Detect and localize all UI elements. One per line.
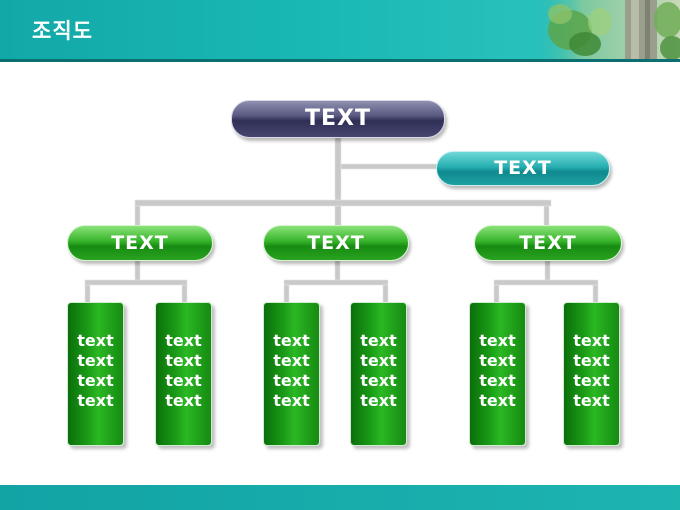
sub-connector [334, 258, 341, 283]
leaf-line: text [165, 351, 202, 370]
leaf-line: text [479, 371, 516, 390]
branch-node-3: TEXT [474, 225, 622, 261]
leaf-line: text [273, 391, 310, 410]
trunk-connector [334, 135, 342, 207]
sub-connector [84, 279, 188, 286]
leaf-node: text text text text [67, 302, 124, 446]
sub-connector [493, 284, 500, 304]
leaf-line: text [360, 351, 397, 370]
branch-node-2: TEXT [263, 225, 409, 261]
leaf-line: text [360, 391, 397, 410]
leaf-line: text [479, 391, 516, 410]
sub-connector [283, 284, 290, 304]
footer-bar [0, 485, 680, 510]
leaf-line: text [77, 331, 114, 350]
leaf-line: text [573, 371, 610, 390]
leaf-line: text [573, 351, 610, 370]
leaf-line: text [573, 391, 610, 410]
leaf-line: text [77, 351, 114, 370]
sub-connector [84, 284, 91, 304]
sub-connector [134, 258, 141, 283]
drop-connector [543, 205, 550, 227]
top-node: TEXT [231, 100, 445, 138]
leaf-line: text [165, 391, 202, 410]
page-title: 조직도 [32, 19, 93, 43]
leaf-line: text [165, 331, 202, 350]
leaf-node: text text text text [155, 302, 212, 446]
main-horizontal-connector [134, 199, 552, 207]
leaf-line: text [479, 351, 516, 370]
leaf-line: text [165, 371, 202, 390]
sub-connector [544, 258, 551, 283]
sub-connector [592, 284, 599, 304]
leaf-line: text [77, 391, 114, 410]
sub-connector [283, 279, 389, 286]
header-divider [0, 59, 680, 62]
leaf-node: text text text text [469, 302, 526, 446]
leaf-node: text text text text [350, 302, 407, 446]
drop-connector [134, 205, 141, 227]
leaf-line: text [273, 371, 310, 390]
leaf-line: text [273, 331, 310, 350]
drop-connector [334, 205, 342, 227]
leaf-line: text [77, 371, 114, 390]
leaf-line: text [360, 371, 397, 390]
side-connector [340, 163, 438, 170]
foliage-image [530, 0, 680, 59]
leaf-line: text [360, 331, 397, 350]
leaf-line: text [573, 331, 610, 350]
leaf-line: text [479, 331, 516, 350]
header-banner: 조직도 [0, 0, 680, 62]
leaf-node: text text text text [263, 302, 320, 446]
leaf-node: text text text text [563, 302, 620, 446]
sub-connector [181, 284, 188, 304]
side-node: TEXT [436, 151, 610, 186]
branch-node-1: TEXT [67, 225, 213, 261]
leaf-line: text [273, 351, 310, 370]
sub-connector [493, 279, 599, 286]
sub-connector [382, 284, 389, 304]
